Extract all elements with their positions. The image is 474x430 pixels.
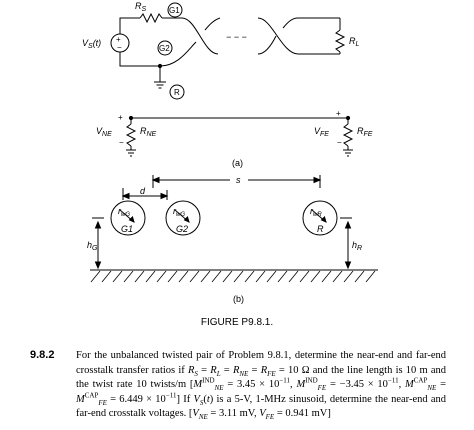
source-vs [110,33,130,53]
dash-gap: − − − [226,32,247,42]
svg-text:−: − [117,43,122,52]
hatch-line [167,270,178,283]
hatch-line [310,270,321,283]
s-label: s [236,175,241,185]
hatch-line [288,270,299,283]
g1-label: G1 [169,6,180,15]
g1-wire-label: G1 [121,224,133,234]
wire-r [302,200,338,236]
rne-label: RNE [140,126,157,138]
rfe-label: RFE [357,126,373,138]
hatch-line [189,270,200,283]
vs-label: VS(t) [82,38,101,50]
figure-p9-8-1: RS G1 G2 R + − VS(t) − − − RL + − VNE RN… [82,1,378,304]
d-label: d [140,186,146,196]
g2-label: G2 [159,44,170,53]
hatch-line [123,270,134,283]
hatch-line [200,270,211,283]
hatch-line [145,270,156,283]
hatch-line [112,270,123,283]
rfe-resistor [342,123,354,147]
vne-label: VNE [96,126,112,138]
hatch-line [244,270,255,283]
schematic-a [110,2,354,157]
ground-fe [343,149,353,157]
svg-text:−: − [337,138,342,147]
hr-label: hR [352,240,362,252]
rs-resistor [139,12,163,24]
g2-wire-label: G2 [176,224,188,234]
figure-title: FIGURE P9.8.1. [200,317,274,328]
caption-a: (a) [232,158,243,168]
r-wire-label: R [317,224,324,234]
hatch-line [299,270,310,283]
r-bubble [169,84,185,100]
hatch-line [365,270,376,283]
hatch-line [321,270,332,283]
ground-ne [126,149,136,157]
g2-bubble [157,40,173,56]
hatch-line [277,270,288,283]
hg-label: hG [87,240,98,252]
vfe-label: VFE [314,126,329,138]
hatch-line [354,270,365,283]
hatch-line [233,270,244,283]
hatch-line [222,270,233,283]
hatch-line [332,270,343,283]
hatch-line [156,270,167,283]
caption-b: (b) [233,294,244,304]
rl-resistor [334,29,346,53]
svg-text:+: + [116,35,121,44]
svg-text:+: + [118,113,123,122]
wire-g2 [165,200,201,236]
problem-text: For the unbalanced twisted pair of Probl… [76,350,447,422]
rl-label: RL [349,36,360,48]
hatch-line [90,270,101,283]
hatch-line [255,270,266,283]
hatch-line [211,270,222,283]
hatch-line [178,270,189,283]
g1-bubble [167,2,183,18]
svg-text:rwG: rwG [118,206,130,218]
hatch-line [134,270,145,283]
ground-hatching [90,270,376,283]
svg-text:−: − [119,138,124,147]
svg-text:rwG: rwG [173,206,185,218]
wire-g1 [110,200,146,236]
problem-number: 9.8.2 [30,349,55,361]
hatch-line [343,270,354,283]
hatch-line [101,270,112,283]
svg-text:RS: RS [135,1,147,13]
hatch-line [266,270,277,283]
cross-section-b [90,175,378,271]
r-label: R [174,88,180,97]
ground-symbol-a [154,81,166,89]
rne-resistor [125,123,137,147]
svg-text:+: + [336,109,341,118]
svg-text:rwR: rwR [310,206,322,218]
